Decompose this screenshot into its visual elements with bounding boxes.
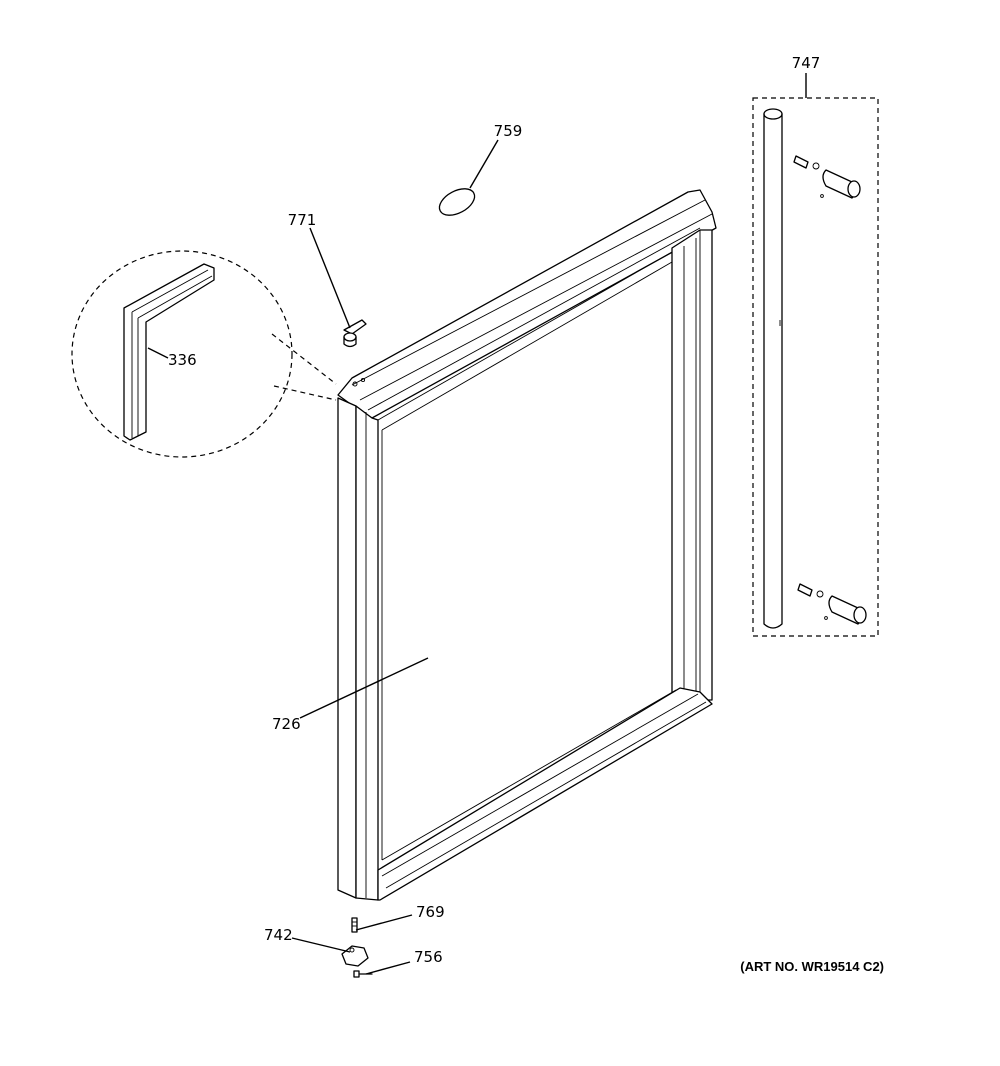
clip-part-771	[343, 319, 367, 348]
callout-769: 769	[416, 903, 445, 921]
callout-742: 742	[264, 926, 293, 944]
callout-759: 759	[494, 122, 523, 140]
callout-771: 771	[288, 211, 317, 229]
leader-lines	[147, 73, 807, 975]
callout-747: 747	[792, 54, 821, 72]
oval-cap-part-759	[438, 188, 476, 216]
door-frame	[337, 189, 717, 901]
pin-part-769	[351, 917, 358, 933]
gasket-detail-zoom	[71, 250, 337, 458]
art-number: (ART NO. WR19514 C2)	[740, 959, 884, 974]
callout-336: 336	[168, 351, 197, 369]
hinge-part-742	[341, 945, 369, 967]
handle-assembly	[752, 97, 879, 637]
callout-726: 726	[272, 715, 301, 733]
screw-part-756	[353, 970, 373, 978]
callout-756: 756	[414, 948, 443, 966]
